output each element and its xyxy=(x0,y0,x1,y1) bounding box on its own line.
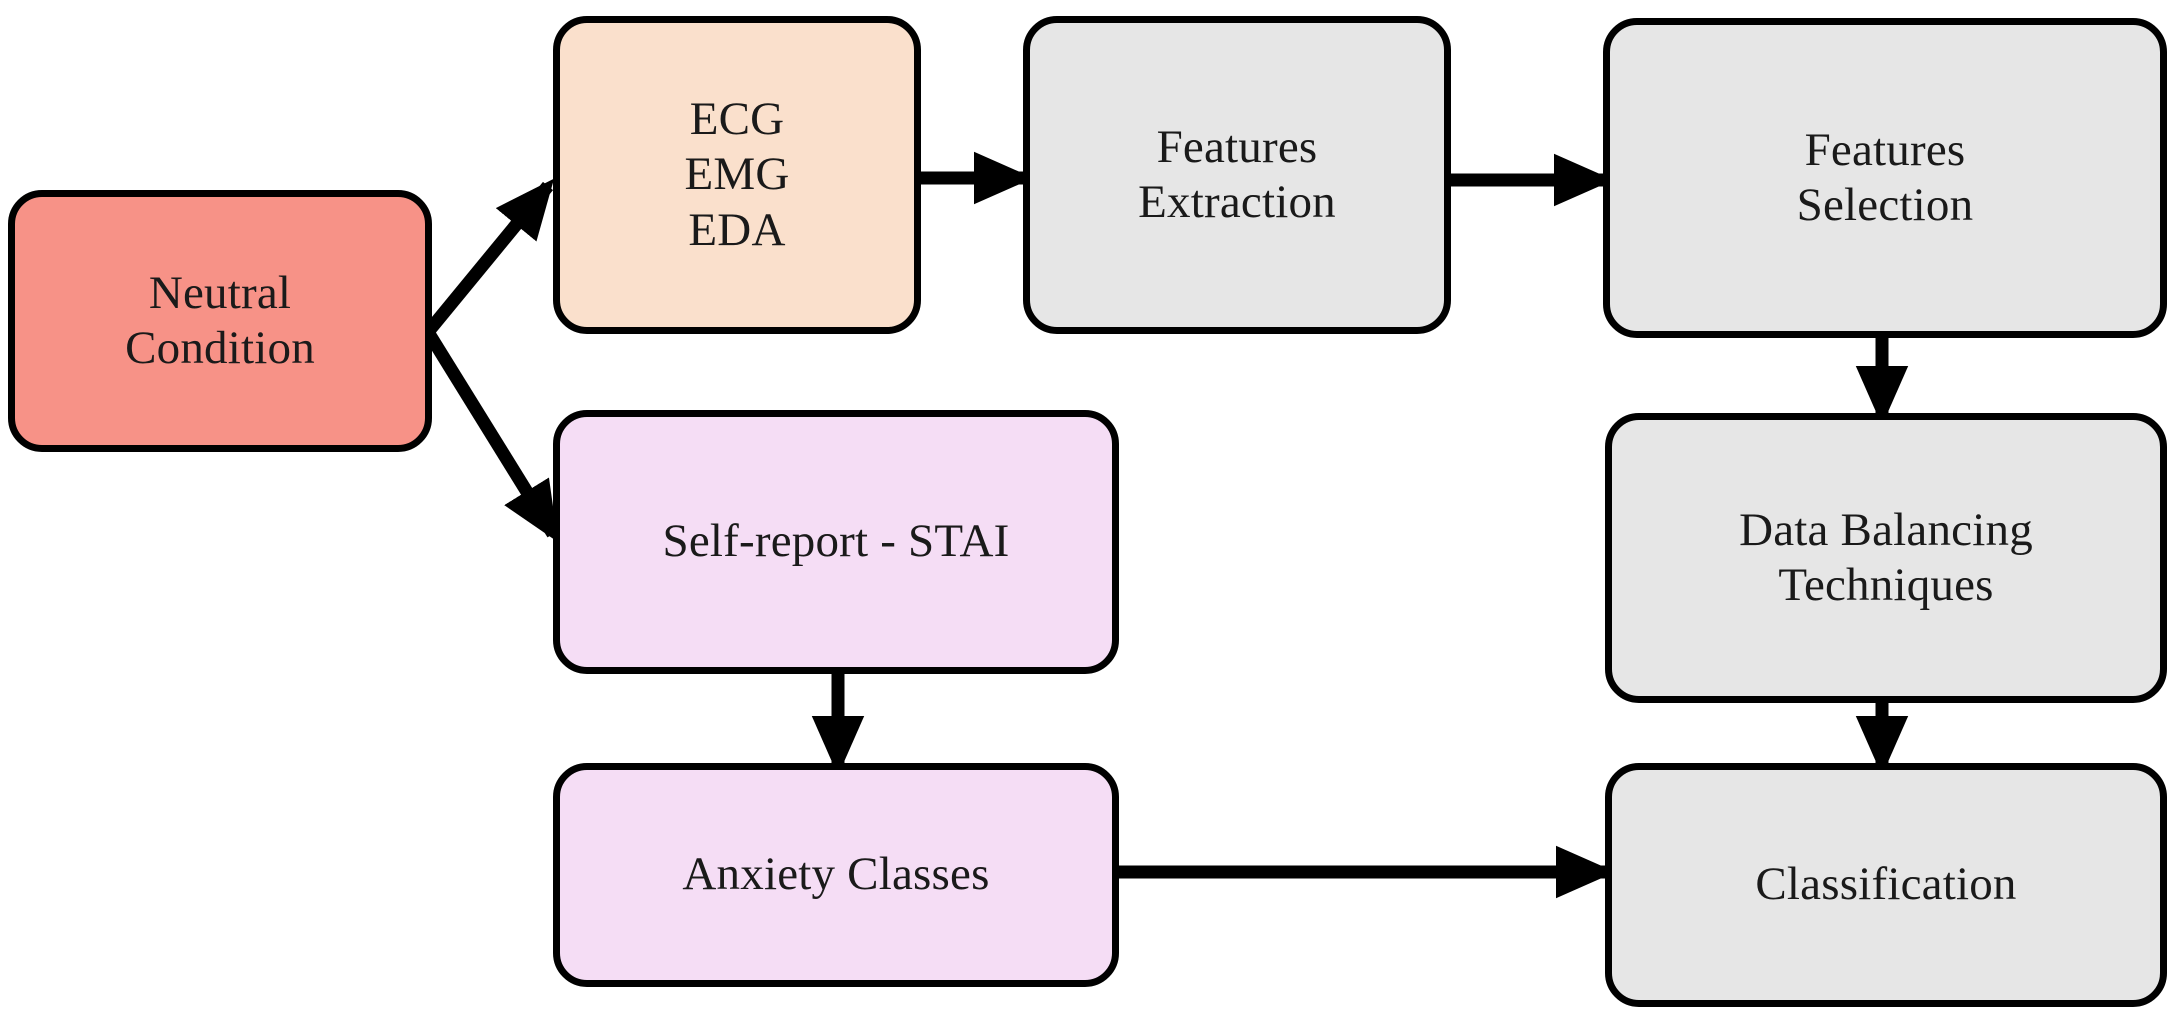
node-signals-label: ECG EMG EDA xyxy=(684,92,790,256)
node-features-extraction[interactable]: Features Extraction xyxy=(1023,16,1451,334)
node-features-extraction-label: Features Extraction xyxy=(1138,120,1336,228)
node-classification-label: Classification xyxy=(1755,858,2017,911)
node-anxiety-classes-label: Anxiety Classes xyxy=(682,848,990,901)
node-data-balancing[interactable]: Data Balancing Techniques xyxy=(1605,413,2167,703)
edge-neutral-to-signals xyxy=(422,178,555,337)
node-classification[interactable]: Classification xyxy=(1605,763,2167,1007)
node-self-report-label: Self-report - STAI xyxy=(662,515,1010,568)
node-features-selection[interactable]: Features Selection xyxy=(1603,18,2167,338)
edge-neutral-to-self-report xyxy=(422,328,559,543)
node-data-balancing-label: Data Balancing Techniques xyxy=(1739,503,2033,611)
node-anxiety-classes[interactable]: Anxiety Classes xyxy=(553,763,1119,987)
node-self-report[interactable]: Self-report - STAI xyxy=(553,410,1119,674)
node-features-selection-label: Features Selection xyxy=(1796,123,1974,231)
node-neutral-condition[interactable]: Neutral Condition xyxy=(8,190,432,452)
node-neutral-condition-label: Neutral Condition xyxy=(125,266,315,374)
node-signals[interactable]: ECG EMG EDA xyxy=(553,16,921,334)
